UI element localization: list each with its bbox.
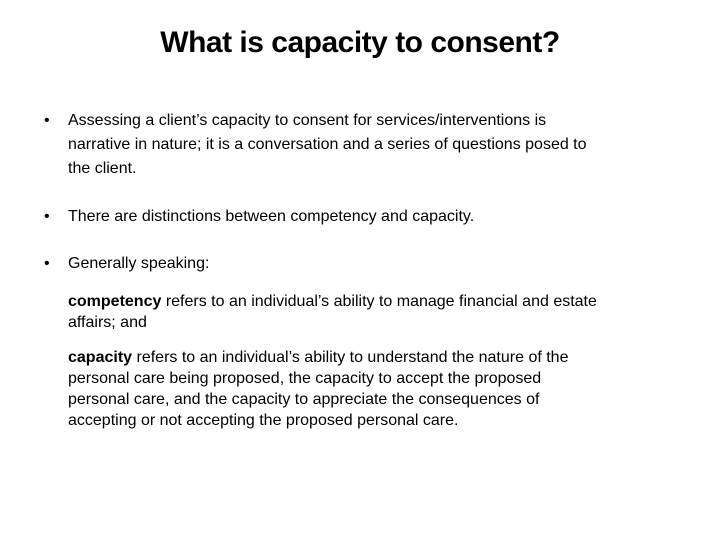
- bullet-item-generally-speaking: • Generally speaking:: [44, 252, 680, 276]
- definition-term-competency: competency: [68, 293, 162, 310]
- bullet-text-assessing: Assessing a client’s capacity to consent…: [68, 112, 587, 177]
- bullet-text-distinctions: There are distinctions between competenc…: [68, 208, 475, 225]
- definition-competency: competency refers to an individual’s abi…: [68, 291, 690, 333]
- bullet-item-distinctions: • There are distinctions between compete…: [44, 205, 680, 229]
- definition-capacity: capacity refers to an individual’s abili…: [68, 347, 690, 431]
- bullet-dot-icon: •: [44, 208, 50, 225]
- definition-term-capacity: capacity: [68, 349, 133, 366]
- slide-title: What is capacity to consent?: [160, 26, 560, 59]
- bullet-text-generally-speaking: Generally speaking:: [68, 255, 210, 272]
- definition-body-capacity: refers to an individual’s ability to und…: [68, 349, 569, 429]
- bullet-dot-icon: •: [44, 112, 50, 129]
- definition-body-competency: refers to an individual’s ability to man…: [68, 293, 597, 331]
- bullet-dot-icon: •: [44, 255, 50, 272]
- bullet-item-assessing: • Assessing a client’s capacity to conse…: [44, 109, 680, 181]
